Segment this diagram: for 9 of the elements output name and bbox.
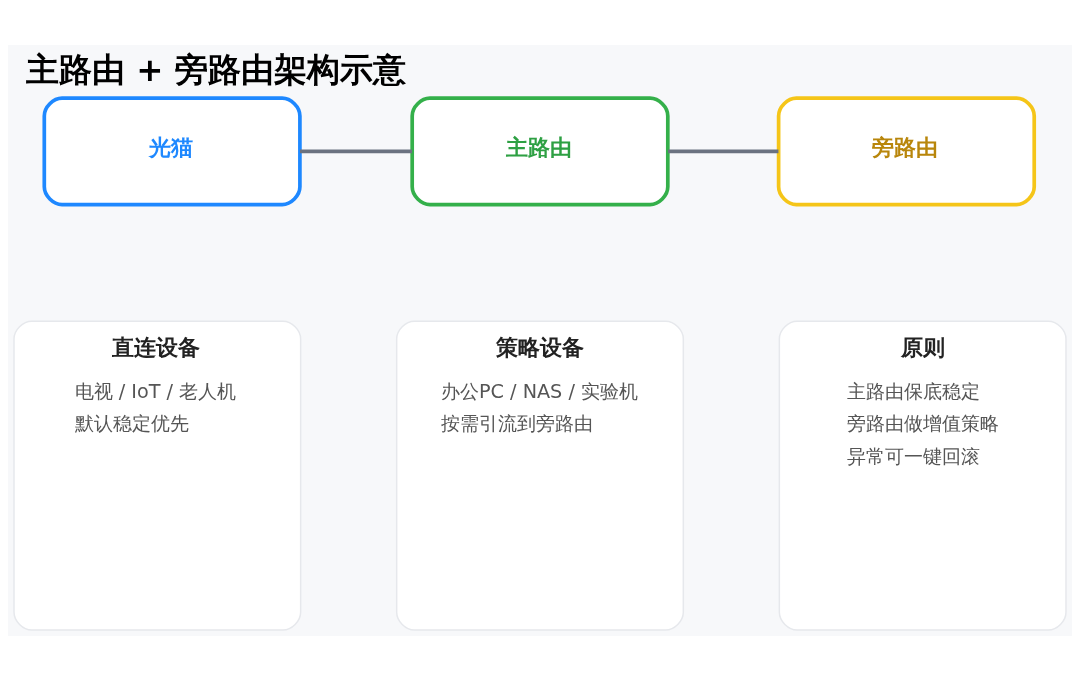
node-box: 主路由 <box>410 96 670 207</box>
diagram-title: 主路由 + 旁路由架构示意 <box>25 51 406 90</box>
node-box: 光猫 <box>42 96 302 207</box>
node-box: 原则 主路由保底稳定 旁路由做增值策略 异常可一键回滚 <box>778 320 1067 631</box>
node-box: 策略设备 办公PC / NAS / 实验机 按需引流到旁路由 <box>395 320 685 631</box>
node-box: 旁路由 <box>776 96 1037 207</box>
node-box: 直连设备 电视 / IoT / 老人机 默认稳定优先 <box>13 320 302 631</box>
connector <box>668 149 779 154</box>
connector <box>300 149 413 154</box>
